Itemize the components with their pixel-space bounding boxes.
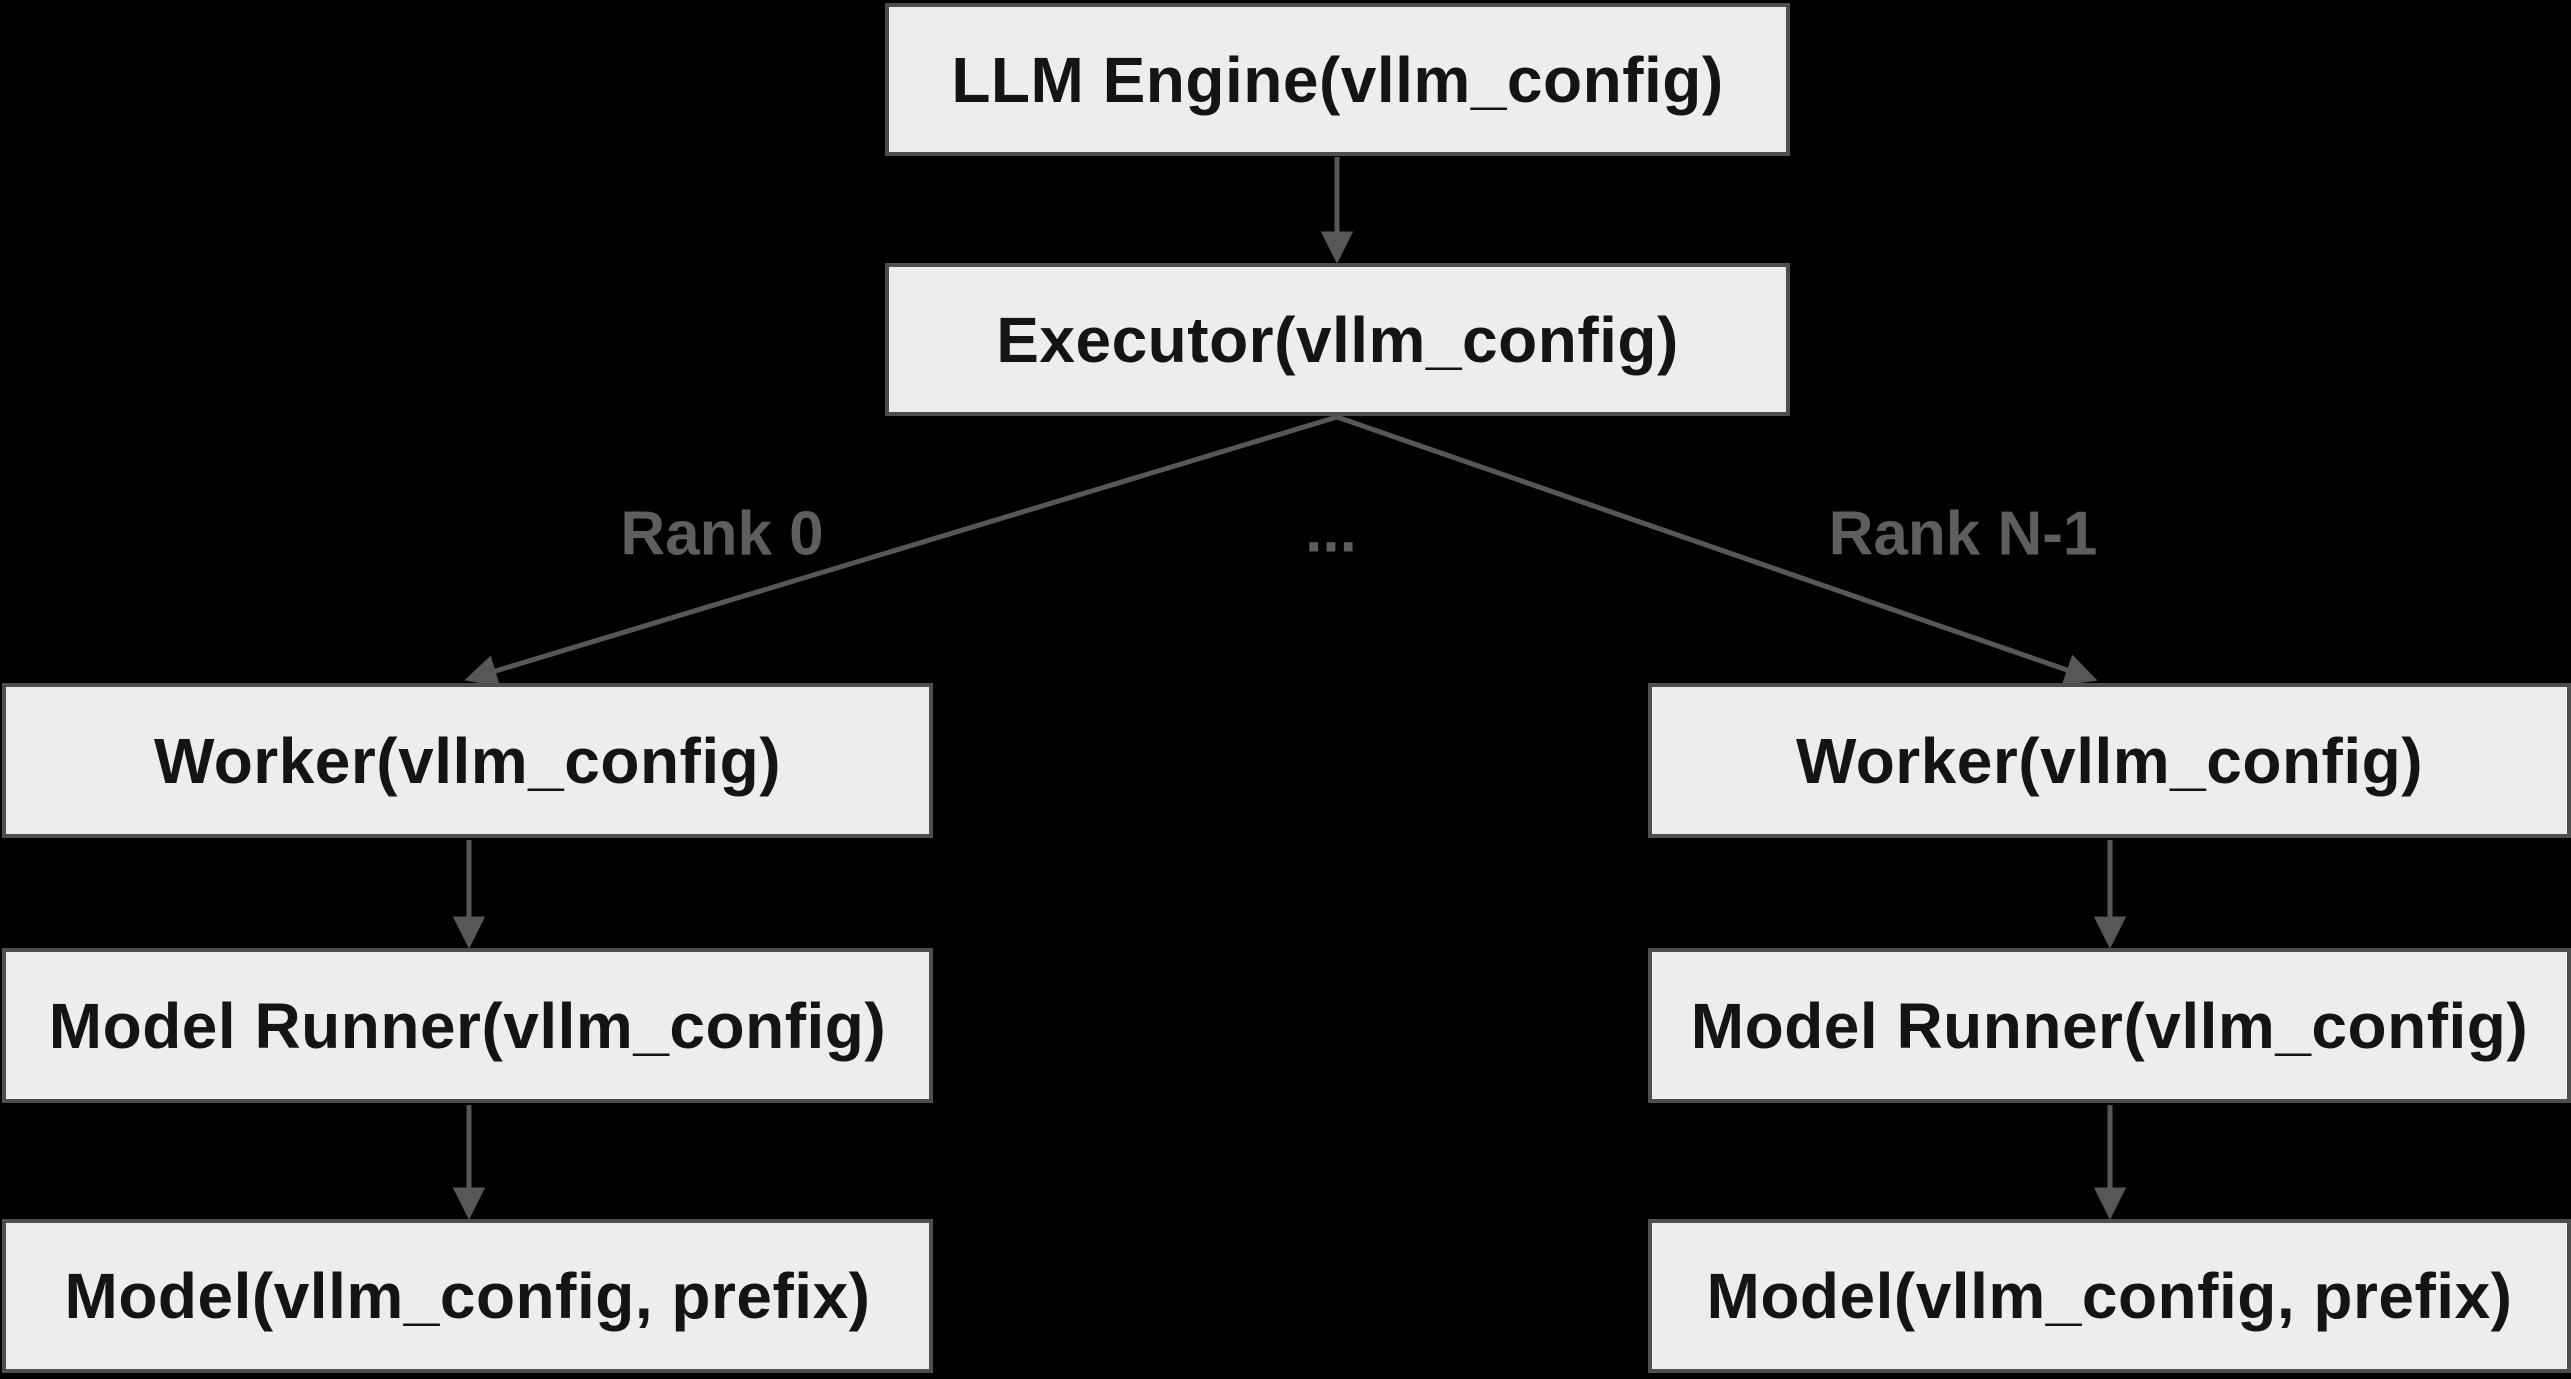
node-llm-engine-label: LLM Engine(vllm_config) (951, 43, 1724, 116)
node-model-right: Model(vllm_config, prefix) (1648, 1219, 2571, 1373)
node-executor-label: Executor(vllm_config) (996, 303, 1679, 376)
node-worker-left: Worker(vllm_config) (2, 683, 933, 838)
node-model-left: Model(vllm_config, prefix) (2, 1219, 933, 1373)
node-worker-right-label: Worker(vllm_config) (1795, 724, 2424, 797)
node-model-runner-right: Model Runner(vllm_config) (1648, 948, 2571, 1103)
node-worker-right: Worker(vllm_config) (1648, 683, 2571, 838)
edge-label-rank-n-1: Rank N-1 (1828, 499, 2098, 569)
node-model-runner-right-label: Model Runner(vllm_config) (1690, 989, 2529, 1062)
node-model-runner-left: Model Runner(vllm_config) (2, 948, 933, 1103)
edge-executor-to-worker-left (464, 414, 1338, 687)
node-model-runner-left-label: Model Runner(vllm_config) (48, 989, 887, 1062)
node-worker-left-label: Worker(vllm_config) (153, 724, 782, 797)
edge-label-rank-0: Rank 0 (620, 499, 824, 569)
node-model-left-label: Model(vllm_config, prefix) (64, 1260, 871, 1332)
edge-label-ellipsis: ... (1305, 496, 1357, 566)
node-executor: Executor(vllm_config) (885, 263, 1790, 416)
node-llm-engine: LLM Engine(vllm_config) (885, 3, 1790, 156)
node-model-right-label: Model(vllm_config, prefix) (1706, 1260, 2513, 1332)
